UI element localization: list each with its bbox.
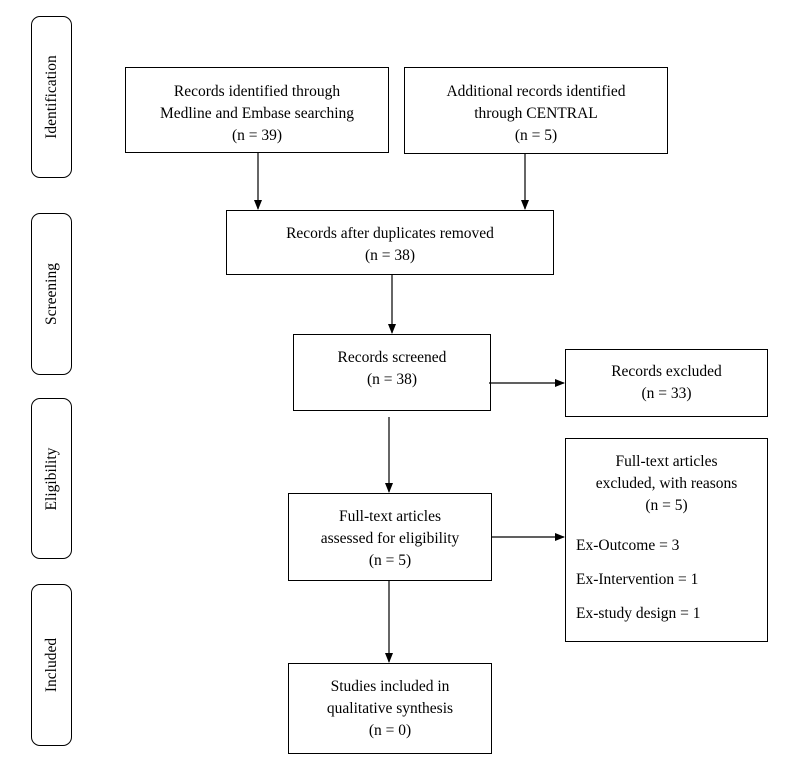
box-fulltext-assessed: Full-text articles assessed for eligibil…	[288, 493, 492, 581]
box-central-line1: Additional records identified	[446, 83, 626, 100]
stage-included: Included	[31, 584, 72, 746]
stage-eligibility: Eligibility	[31, 398, 72, 559]
box-duplicates-removed: Records after duplicates removed (n = 38…	[226, 210, 554, 275]
box-records-screened: Records screened (n = 38)	[293, 334, 491, 411]
box-included-line1: Studies included in	[330, 678, 450, 695]
stage-identification: Identification	[31, 16, 72, 178]
box-medline-count: (n = 39)	[231, 127, 283, 144]
box-central-line2: through CENTRAL	[474, 105, 598, 122]
box-fulltext-line2: assessed for eligibility	[320, 530, 460, 547]
box-included-count: (n = 0)	[368, 722, 412, 739]
box-ftexcl-line1: Full-text articles	[615, 453, 718, 470]
reason-intervention: Ex-Intervention = 1	[576, 571, 699, 588]
box-fulltext-excluded: Full-text articles excluded, with reason…	[565, 438, 768, 642]
box-excluded-count: (n = 33)	[641, 385, 692, 402]
box-ftexcl-count: (n = 5)	[645, 497, 688, 514]
box-fulltext-count: (n = 5)	[368, 552, 412, 569]
box-central: Additional records identified through CE…	[404, 67, 668, 154]
box-screened-count: (n = 38)	[366, 371, 418, 388]
box-medline-embase: Records identified through Medline and E…	[125, 67, 389, 153]
box-medline-line2: Medline and Embase searching	[159, 105, 355, 122]
box-central-count: (n = 5)	[514, 127, 558, 144]
box-excluded-line1: Records excluded	[611, 363, 722, 380]
box-duplicates-line1: Records after duplicates removed	[286, 225, 494, 242]
box-included-line2: qualitative synthesis	[326, 700, 454, 717]
box-medline-line1: Records identified through	[173, 83, 341, 100]
box-ftexcl-line2: excluded, with reasons	[595, 475, 738, 492]
box-duplicates-count: (n = 38)	[364, 247, 416, 264]
box-screened-line1: Records screened	[337, 349, 447, 366]
stage-screening: Screening	[31, 213, 72, 375]
reason-outcome: Ex-Outcome = 3	[576, 537, 680, 554]
reason-study-design: Ex-study design = 1	[576, 605, 701, 622]
box-studies-included: Studies included in qualitative synthesi…	[288, 663, 492, 754]
box-records-excluded: Records excluded (n = 33)	[565, 349, 768, 417]
box-fulltext-line1: Full-text articles	[338, 508, 441, 525]
